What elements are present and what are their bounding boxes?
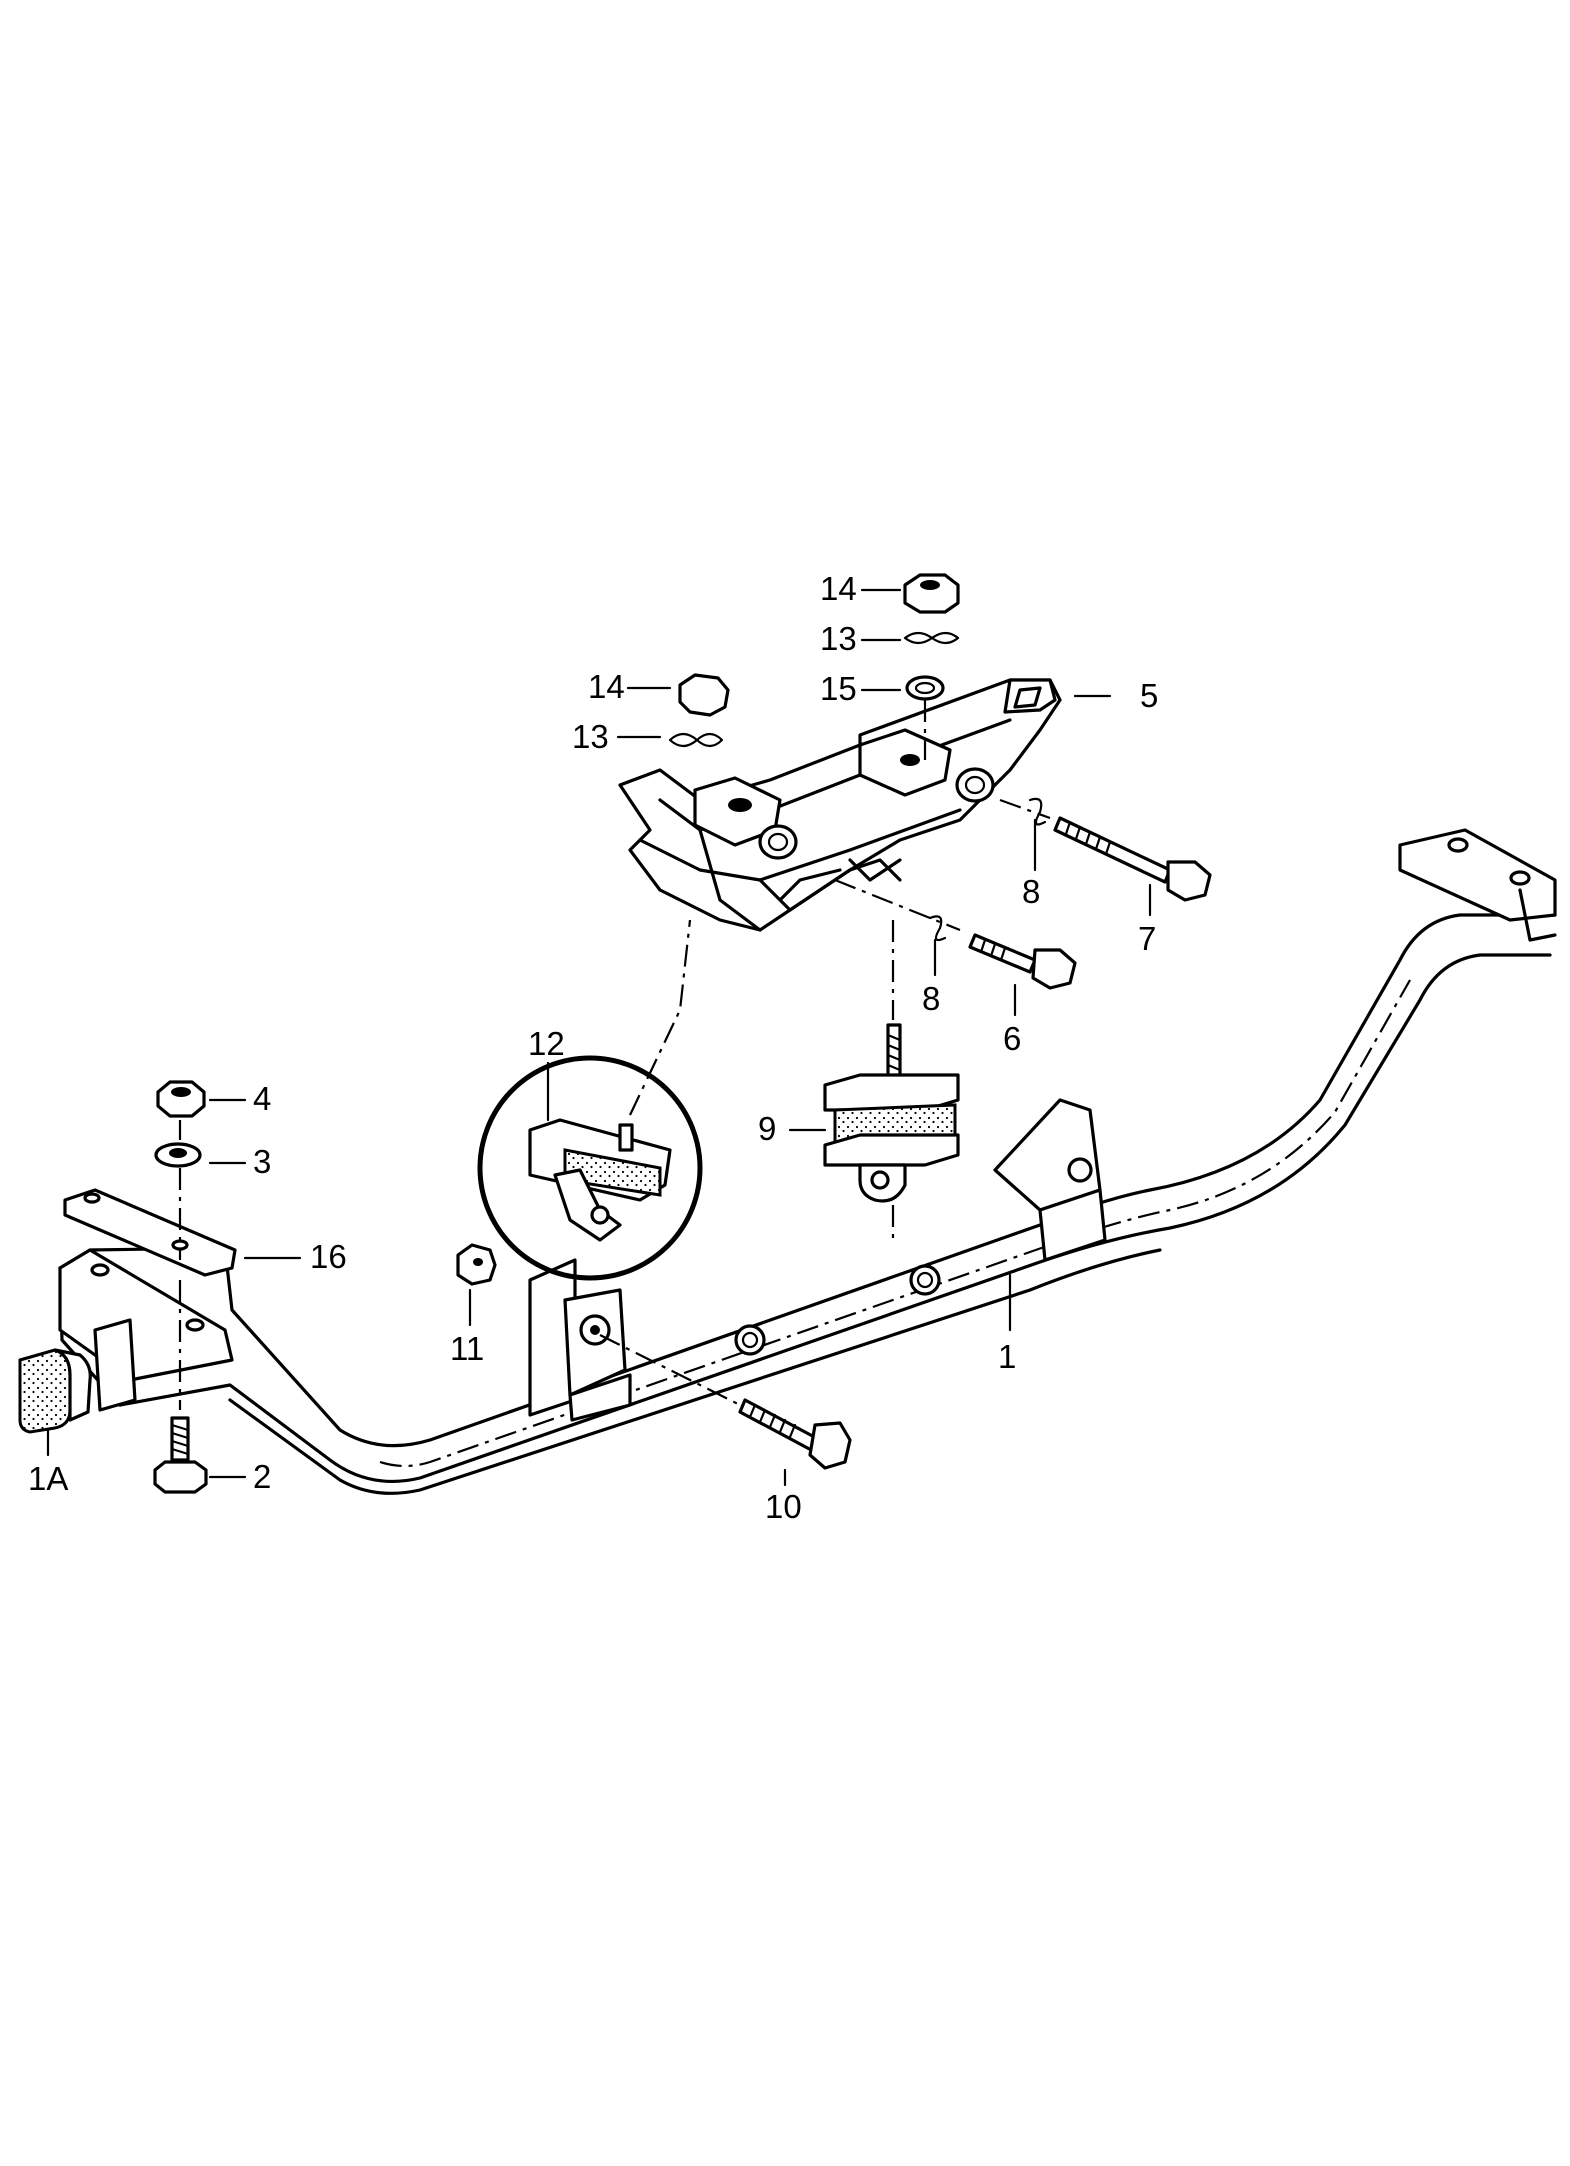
callout-14-right: 14: [820, 570, 857, 607]
callout-13-left: 13: [572, 718, 609, 755]
left-fastener-stack: [63, 1080, 237, 1494]
callout-5: 5: [1140, 677, 1158, 714]
nut-and-bolt: [456, 1243, 852, 1470]
callout-3: 3: [253, 1143, 271, 1180]
callout-7: 7: [1138, 920, 1156, 957]
end-cap: [18, 1348, 92, 1434]
callout-labels: 14 13 15 5 14 13 8 7 8 6 9 12 4 3 16 11 …: [28, 570, 1158, 1525]
callout-9: 9: [758, 1110, 776, 1147]
upper-fasteners: [668, 573, 960, 760]
callout-16: 16: [310, 1238, 347, 1275]
callout-13-right: 13: [820, 620, 857, 657]
callout-14-left: 14: [588, 668, 625, 705]
callout-12: 12: [528, 1025, 565, 1062]
callout-15: 15: [820, 670, 857, 707]
callout-2: 2: [253, 1458, 271, 1495]
callout-8-right: 8: [1022, 873, 1040, 910]
detail-circle: [477, 919, 703, 1281]
side-bolts: [834, 797, 1212, 990]
callout-10: 10: [765, 1488, 802, 1525]
gearbox-carrier: [618, 678, 1062, 932]
callout-4: 4: [253, 1080, 271, 1117]
callout-1: 1: [998, 1338, 1016, 1375]
engine-mount: [823, 920, 960, 1245]
callout-6: 6: [1003, 1020, 1021, 1057]
callout-8-left: 8: [922, 980, 940, 1017]
callout-1a: 1A: [28, 1460, 68, 1497]
crossmember: [58, 828, 1557, 1495]
leader-lines: [46, 588, 1152, 1487]
callout-11: 11: [450, 1330, 484, 1367]
